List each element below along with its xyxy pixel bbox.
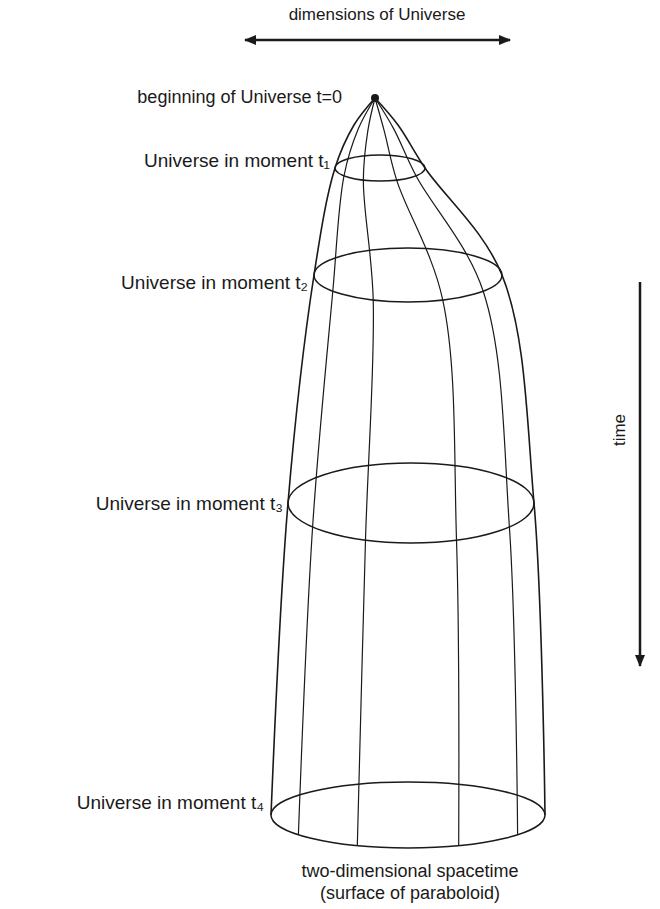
moment-label: Universe in moment t₃ [96, 493, 283, 515]
time-arrow [639, 282, 642, 666]
origin-dot [371, 94, 379, 102]
universe-slice [271, 782, 545, 848]
meridian-line [357, 98, 375, 846]
caption: two-dimensional spacetime (surface of pa… [285, 860, 535, 904]
time-label: time [609, 414, 631, 446]
universe-slice [335, 155, 425, 181]
meridian-line [375, 98, 518, 835]
dimension-arrow [245, 39, 510, 42]
dimension-label: dimensions of Universe [289, 4, 466, 26]
moment-label: Universe in moment t₄ [77, 792, 264, 814]
meridian-line [271, 98, 375, 815]
moment-label: Universe in moment t₂ [121, 272, 308, 294]
meridian-line [375, 98, 545, 815]
origin-label: beginning of Universe t=0 [137, 86, 342, 108]
moment-label: Universe in moment t₁ [144, 150, 330, 172]
meridian-line [375, 98, 459, 846]
universe-slice [288, 463, 534, 543]
universe-slice [314, 248, 502, 302]
